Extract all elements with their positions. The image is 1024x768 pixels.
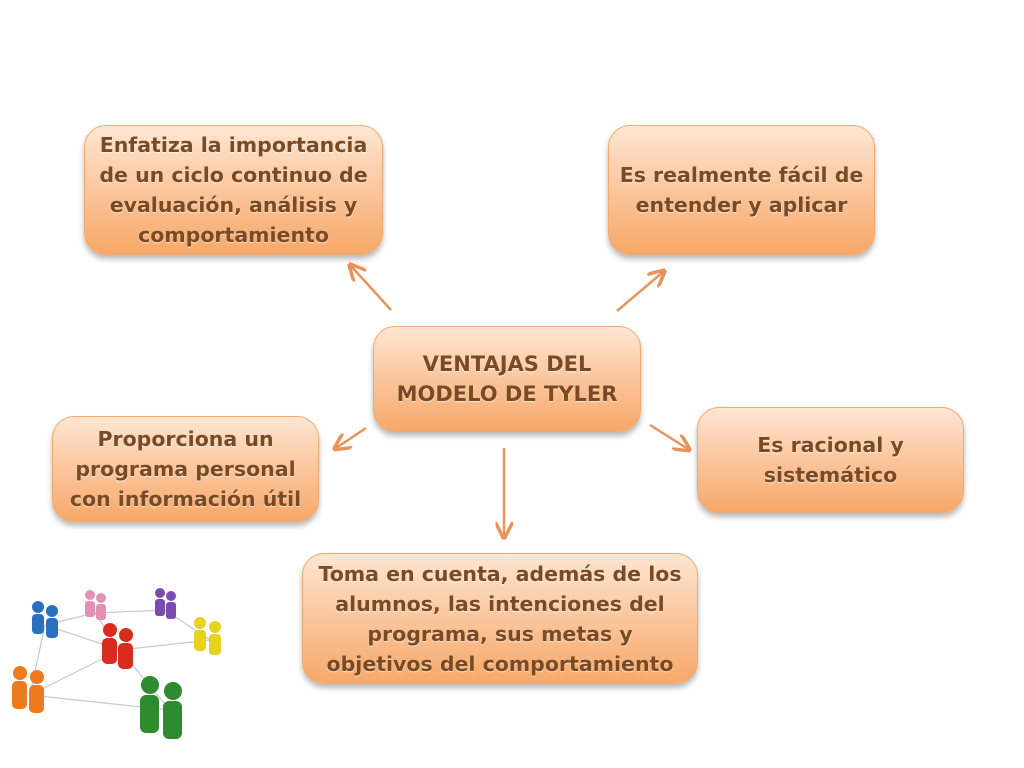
people-network-icon	[12, 588, 221, 739]
arrow-to-left	[336, 426, 367, 448]
node-emphasizes-cycle: Enfatiza la importancia de un ciclo cont…	[84, 125, 383, 255]
node-easy-to-apply: Es realmente fácil de entender y aplicar	[608, 125, 875, 255]
arrow-to-top-right	[616, 272, 663, 312]
node-rational-systematic: Es racional y sistemático	[697, 407, 964, 513]
node-program-intentions: Toma en cuenta, además de los alumnos, l…	[302, 553, 698, 684]
central-node-text: VENTAJAS DEL MODELO DE TYLER	[396, 352, 618, 406]
arrow-to-top-left	[351, 266, 392, 311]
node-emphasizes-cycle-text: Enfatiza la importancia de un ciclo cont…	[99, 133, 368, 247]
central-node: VENTAJAS DEL MODELO DE TYLER	[373, 326, 641, 432]
node-rational-systematic-text: Es racional y sistemático	[757, 433, 904, 487]
arrow-to-right	[649, 423, 688, 449]
node-program-intentions-text: Toma en cuenta, además de los alumnos, l…	[318, 561, 682, 676]
node-easy-to-apply-text: Es realmente fácil de entender y aplicar	[619, 163, 864, 217]
node-personal-program-text: Proporciona un programa personal con inf…	[69, 427, 302, 511]
node-personal-program: Proporciona un programa personal con inf…	[52, 416, 319, 522]
